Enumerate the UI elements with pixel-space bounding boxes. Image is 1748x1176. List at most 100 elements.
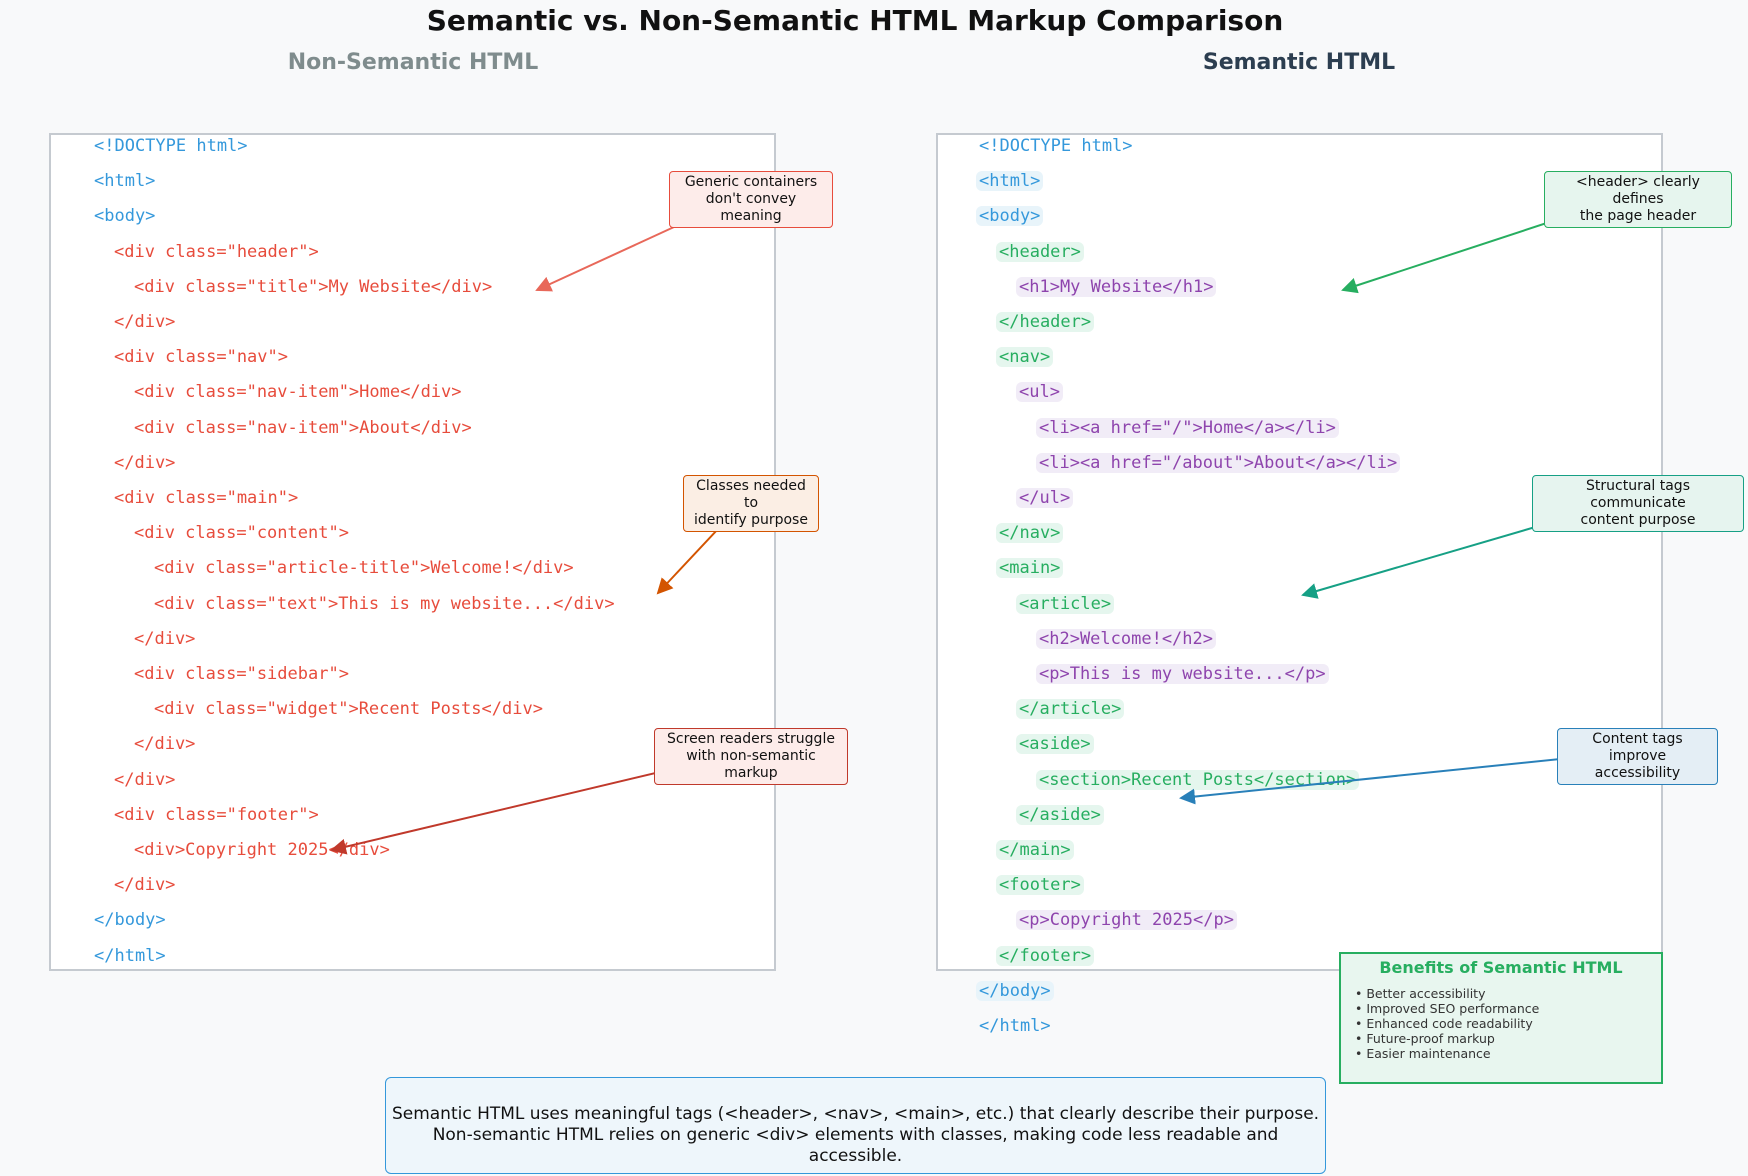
semantic-line: </article> xyxy=(1016,696,1125,722)
semantic-line: <p>Copyright 2025</p> xyxy=(1016,907,1237,933)
semantic-code-text: </html> xyxy=(979,1016,1051,1036)
semantic-code-text: </footer> xyxy=(996,945,1095,966)
non-semantic-code-text: </html> xyxy=(94,945,166,966)
semantic-line: </header> xyxy=(996,309,1095,335)
benefit-item: • Easier maintenance xyxy=(1355,1046,1491,1061)
non-semantic-line: <div>Copyright 2025</div> xyxy=(131,837,393,863)
semantic-code-text: </ul> xyxy=(1016,488,1074,508)
non-semantic-code-text: </div> xyxy=(134,628,196,649)
non-semantic-line: </div> xyxy=(111,767,178,793)
non-semantic-line: </div> xyxy=(131,731,198,757)
benefits-box: Benefits of Semantic HTML • Better acces… xyxy=(1339,952,1663,1084)
semantic-code-text: <main> xyxy=(996,558,1064,579)
benefit-item: • Better accessibility xyxy=(1355,986,1486,1001)
non-semantic-line: <div class="article-title">Welcome!</div… xyxy=(151,555,577,581)
diagram-title: Semantic vs. Non-Semantic HTML Markup Co… xyxy=(426,4,1284,37)
semantic-line: <p>This is my website...</p> xyxy=(1036,661,1329,687)
semantic-code-text: </header> xyxy=(996,312,1095,332)
semantic-line: <!DOCTYPE html> xyxy=(976,133,1136,159)
non-semantic-line: </html> xyxy=(91,943,169,969)
semantic-line: <h2>Welcome!</h2> xyxy=(1036,626,1216,652)
semantic-code-text: <header> xyxy=(996,241,1084,262)
non-semantic-code-text: <div class="nav-item">Home</div> xyxy=(134,382,462,403)
non-semantic-code-text: </div> xyxy=(114,312,176,332)
non-semantic-line: <div class="sidebar"> xyxy=(131,661,352,687)
non-semantic-code-text: <div class="nav-item">About</div> xyxy=(134,417,472,438)
non-semantic-code-text: <div class="footer"> xyxy=(114,804,319,825)
non-semantic-line: </div> xyxy=(111,872,178,898)
semantic-code-text: <footer> xyxy=(996,875,1084,896)
non-semantic-line: </div> xyxy=(111,450,178,476)
summary-box: Semantic HTML uses meaningful tags (<hea… xyxy=(385,1077,1326,1174)
non-semantic-code-text: <!DOCTYPE html> xyxy=(94,136,248,156)
non-semantic-line: </body> xyxy=(91,907,169,933)
non-semantic-code-text: <div class="article-title">Welcome!</div… xyxy=(154,558,574,579)
non-semantic-line: <div class="nav-item">Home</div> xyxy=(131,379,465,405)
semantic-line: <body> xyxy=(976,203,1044,229)
callout-structural-tags: Structural tags communicate content purp… xyxy=(1532,475,1744,532)
callout-screen-readers: Screen readers struggle with non-semanti… xyxy=(654,728,848,785)
semantic-line: <section>Recent Posts</section> xyxy=(1036,767,1360,793)
summary-line-2: Non-semantic HTML relies on generic <div… xyxy=(432,1125,1279,1166)
non-semantic-heading: Non-Semantic HTML xyxy=(287,50,539,75)
semantic-code-text: <html> xyxy=(976,171,1044,192)
non-semantic-code-text: </div> xyxy=(114,452,176,473)
non-semantic-line: <div class="nav"> xyxy=(111,344,291,370)
semantic-code-text: <aside> xyxy=(1016,734,1094,755)
semantic-line: </ul> xyxy=(1016,485,1074,511)
non-semantic-code-text: <html> xyxy=(94,171,156,192)
non-semantic-code-text: <div class="nav"> xyxy=(114,347,288,368)
semantic-line: </footer> xyxy=(996,943,1095,969)
non-semantic-line: <div class="header"> xyxy=(111,239,322,265)
semantic-code-text: <li><a href="/about">About</a></li> xyxy=(1036,452,1401,473)
semantic-line: <aside> xyxy=(1016,731,1094,757)
benefits-list: • Better accessibility • Improved SEO pe… xyxy=(1355,986,1539,1061)
semantic-line: </nav> xyxy=(996,520,1064,546)
non-semantic-line: <div class="title">My Website</div> xyxy=(131,274,495,300)
non-semantic-line: <html> xyxy=(91,168,158,194)
semantic-code-text: <p>This is my website...</p> xyxy=(1036,664,1329,684)
benefits-title: Benefits of Semantic HTML xyxy=(1379,958,1623,977)
semantic-heading: Semantic HTML xyxy=(1202,50,1396,75)
non-semantic-line: <!DOCTYPE html> xyxy=(91,133,251,159)
semantic-line: <article> xyxy=(1016,591,1115,617)
semantic-line: <ul> xyxy=(1016,379,1063,405)
non-semantic-code-text: </div> xyxy=(114,769,176,790)
non-semantic-line: <div class="main"> xyxy=(111,485,301,511)
semantic-code-text: <nav> xyxy=(996,347,1054,368)
non-semantic-code-text: <div class="content"> xyxy=(134,523,349,544)
non-semantic-line: <body> xyxy=(91,203,158,229)
semantic-line: </body> xyxy=(976,978,1054,1004)
non-semantic-line: <div class="text">This is my website...<… xyxy=(151,591,618,617)
non-semantic-code-text: <div>Copyright 2025</div> xyxy=(134,840,390,860)
non-semantic-code-text: <body> xyxy=(94,206,156,227)
semantic-code-text: <li><a href="/">Home</a></li> xyxy=(1036,417,1339,438)
semantic-line: <h1>My Website</h1> xyxy=(1016,274,1217,300)
semantic-code-text: </article> xyxy=(1016,699,1125,720)
benefit-item: • Improved SEO performance xyxy=(1355,1001,1540,1016)
semantic-line: <html> xyxy=(976,168,1044,194)
non-semantic-code-text: </body> xyxy=(94,910,166,931)
non-semantic-code-text: <div class="sidebar"> xyxy=(134,664,349,684)
semantic-line: </main> xyxy=(996,837,1074,863)
semantic-line: <main> xyxy=(996,555,1064,581)
non-semantic-line: <div class="content"> xyxy=(131,520,352,546)
semantic-code-text: <p>Copyright 2025</p> xyxy=(1016,910,1237,931)
non-semantic-code-text: </div> xyxy=(134,734,196,755)
semantic-code-text: <section>Recent Posts</section> xyxy=(1036,769,1360,790)
semantic-code-text: <h2>Welcome!</h2> xyxy=(1036,628,1216,649)
semantic-line: </aside> xyxy=(1016,802,1104,828)
non-semantic-code-text: <div class="title">My Website</div> xyxy=(134,276,493,297)
semantic-code-text: <!DOCTYPE html> xyxy=(979,136,1133,156)
non-semantic-line: </div> xyxy=(131,626,198,652)
non-semantic-code-text: <div class="text">This is my website...<… xyxy=(154,593,615,614)
non-semantic-line: </div> xyxy=(111,309,178,335)
non-semantic-code-text: </div> xyxy=(114,875,176,896)
callout-classes-needed: Classes needed to identify purpose xyxy=(683,475,819,532)
callout-content-tags: Content tags improve accessibility xyxy=(1557,728,1718,785)
semantic-code-text: </body> xyxy=(976,980,1054,1001)
non-semantic-line: <div class="widget">Recent Posts</div> xyxy=(151,696,546,722)
callout-generic-containers: Generic containers don't convey meaning xyxy=(669,171,833,228)
non-semantic-line: <div class="nav-item">About</div> xyxy=(131,415,475,441)
semantic-line: </html> xyxy=(976,1013,1054,1039)
